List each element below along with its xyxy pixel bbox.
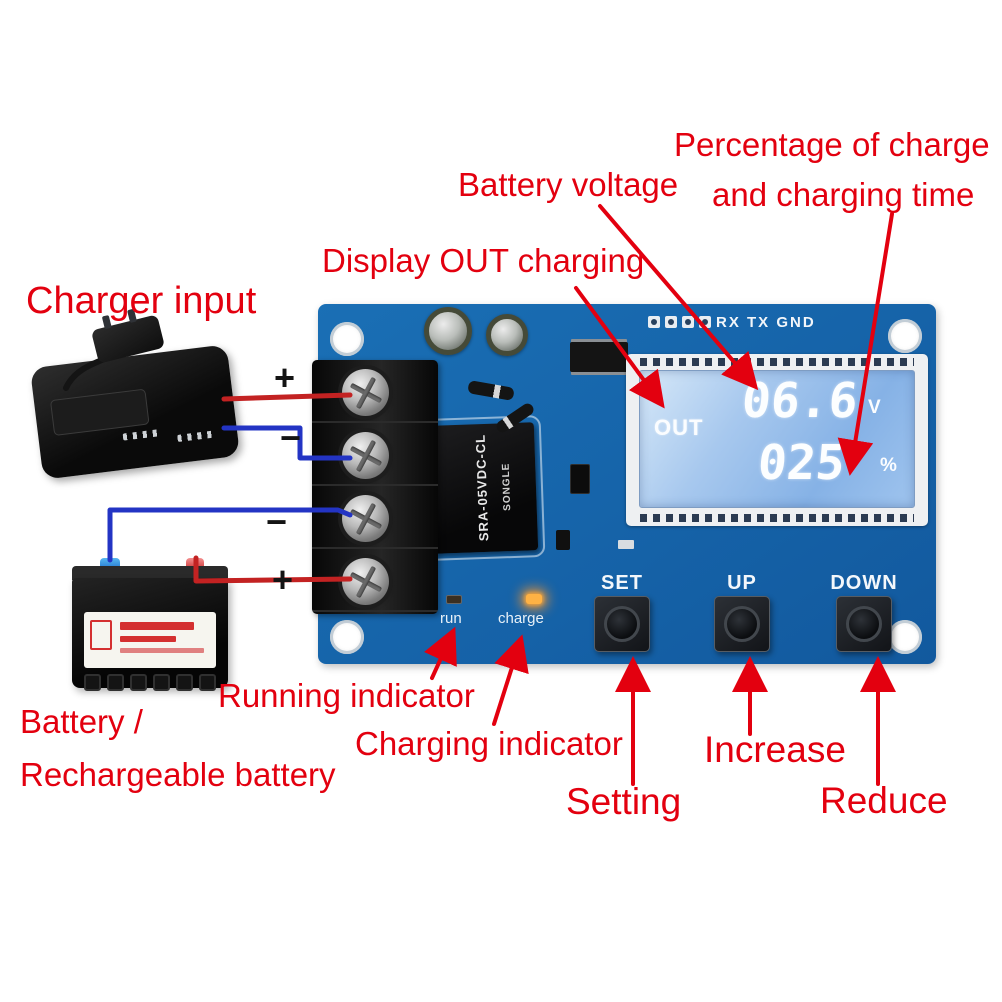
- down-button: [836, 596, 892, 652]
- battery-vent-cap: [153, 674, 170, 691]
- battery-label-text: [120, 622, 194, 630]
- lcd-pin-row: [640, 358, 914, 366]
- lcd-screen: OUT 06.6 V 025 %: [639, 370, 915, 508]
- set-button: [594, 596, 650, 652]
- battery: [72, 558, 228, 691]
- run-led: [446, 595, 462, 604]
- electrolytic-capacitor: [424, 307, 472, 355]
- terminal-screw: [342, 558, 389, 605]
- set-button-label: SET: [601, 572, 643, 594]
- battery-negative-sign: −: [266, 501, 288, 542]
- label-increase: Increase: [704, 729, 846, 770]
- terminal-screw: [342, 432, 389, 479]
- label-reduce: Reduce: [820, 780, 948, 821]
- serial-header-label: RX TX GND: [716, 314, 816, 331]
- battery-vent-cap: [130, 674, 147, 691]
- charger-positive-sign: +: [274, 357, 296, 398]
- adapter-vents: [122, 429, 162, 441]
- terminal-screw: [342, 495, 389, 542]
- battery-vent-cap: [107, 674, 124, 691]
- diode: [467, 380, 515, 401]
- battery-label-logo: [90, 620, 112, 650]
- battery-label-text: [120, 648, 204, 653]
- label-battery-line2: Rechargeable battery: [20, 756, 336, 793]
- up-button: [714, 596, 770, 652]
- smd-component: [570, 464, 590, 494]
- battery-top: [72, 566, 228, 580]
- down-button-label: DOWN: [830, 572, 898, 594]
- label-battery-line1: Battery /: [20, 703, 143, 740]
- charger-adapter: [29, 344, 241, 480]
- label-setting: Setting: [566, 781, 682, 822]
- lcd-module: OUT 06.6 V 025 %: [626, 354, 928, 526]
- battery-label-text: [120, 636, 176, 642]
- adapter-label: [49, 388, 150, 437]
- header-pad: [665, 316, 677, 328]
- ic-chip: [570, 342, 628, 372]
- adapter-vents: [177, 430, 216, 442]
- lcd-percent-digits: 025: [755, 435, 848, 491]
- lcd-voltage-digits: 06.6: [739, 373, 861, 429]
- label-charging-indicator: Charging indicator: [355, 725, 623, 762]
- label-display-out-charging: Display OUT charging: [322, 242, 645, 279]
- battery-vent-row: [84, 674, 216, 691]
- electrolytic-capacitor: [486, 314, 528, 356]
- lcd-voltage-unit: V: [868, 397, 881, 418]
- charge-led: [526, 594, 542, 604]
- battery-vent-cap: [199, 674, 216, 691]
- lcd-mode-label: OUT: [654, 415, 704, 440]
- run-led-label: run: [440, 610, 462, 627]
- up-button-label: UP: [727, 572, 757, 594]
- lcd-pin-row: [640, 514, 914, 522]
- mounting-hole: [888, 620, 922, 654]
- label-percentage-line2: and charging time: [712, 176, 975, 213]
- label-percentage-line1: Percentage of charge: [674, 126, 990, 163]
- terminal-screw: [342, 369, 389, 416]
- lcd-percent-unit: %: [880, 455, 897, 476]
- mounting-hole: [330, 620, 364, 654]
- smd-component: [618, 540, 634, 549]
- charge-led-label: charge: [498, 610, 544, 627]
- relay-model-label: SRA-05VDC-CL: [472, 433, 492, 542]
- battery-positive-sign: +: [272, 559, 294, 600]
- header-pad: [699, 316, 711, 328]
- battery-label: [84, 612, 216, 668]
- label-running-indicator: Running indicator: [218, 677, 475, 714]
- header-pad: [682, 316, 694, 328]
- header-pad: [648, 316, 660, 328]
- battery-vent-cap: [84, 674, 101, 691]
- terminal-block: [312, 360, 438, 614]
- charging-module-pcb: RX TX GND OUT 06.6 V 025 % SONGLE SRA-05…: [312, 304, 936, 664]
- label-battery-voltage: Battery voltage: [458, 166, 679, 203]
- charger-negative-sign: −: [280, 417, 302, 458]
- label-charger-input: Charger input: [26, 280, 257, 322]
- mounting-hole: [330, 322, 364, 356]
- battery-body: [72, 578, 228, 691]
- serial-header-pads: [648, 316, 711, 328]
- relay-brand-label: SONGLE: [500, 462, 514, 511]
- smd-component: [556, 530, 570, 550]
- battery-vent-cap: [176, 674, 193, 691]
- mounting-hole: [888, 319, 922, 353]
- relay: SONGLE SRA-05VDC-CL: [422, 415, 546, 561]
